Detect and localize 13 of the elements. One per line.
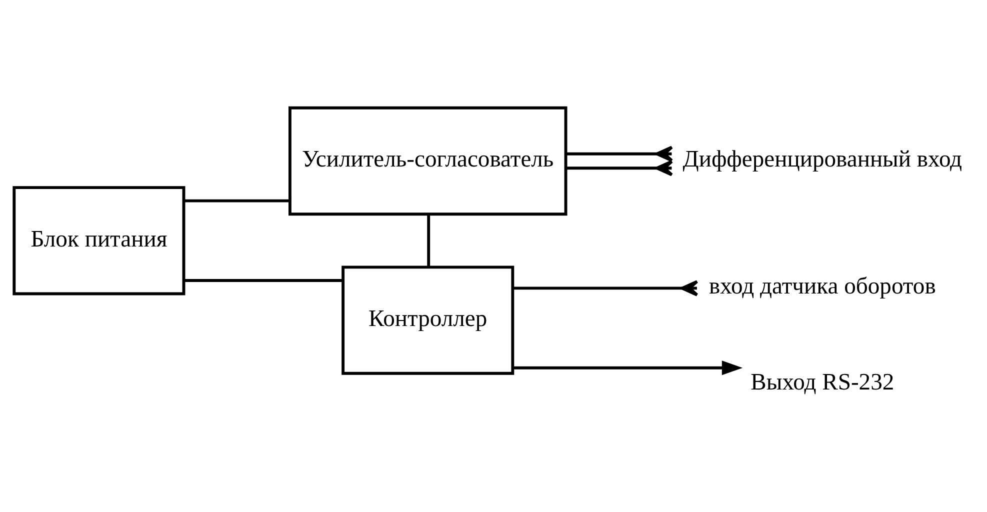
node-box: Усилитель-согласователь (288, 106, 568, 216)
node-text: Дифференцированный вход (682, 146, 962, 172)
connector (512, 280, 698, 296)
connector (566, 160, 674, 176)
node-text: Выход RS-232 (750, 368, 894, 395)
arrow (512, 360, 743, 375)
connector (184, 278, 343, 282)
connector (427, 214, 430, 266)
node-box: Блок питания (12, 186, 186, 295)
node-text: вход датчика оборотов (708, 272, 936, 299)
connector (566, 145, 674, 162)
node-box: Контроллер (342, 265, 514, 374)
connector (184, 198, 290, 202)
